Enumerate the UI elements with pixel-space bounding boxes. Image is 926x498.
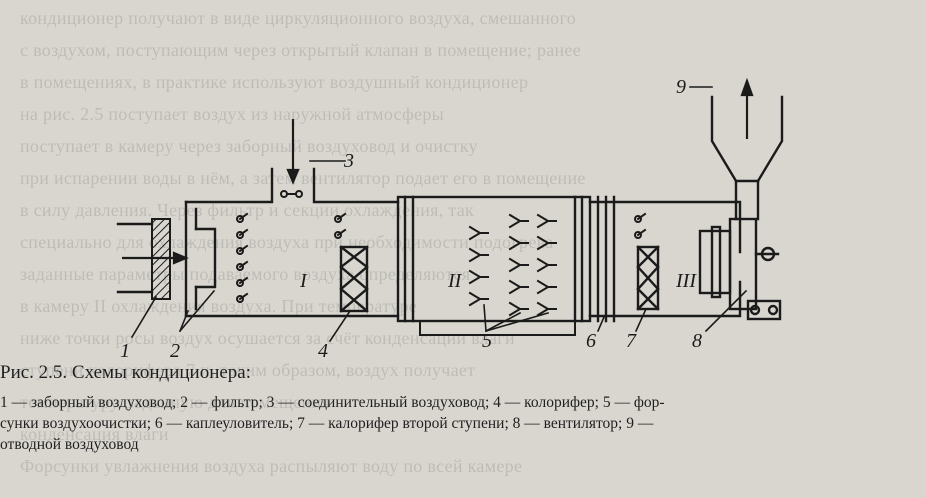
- chamber-three: [588, 195, 742, 323]
- label-7: 7: [626, 330, 637, 352]
- background-text-line: в помещениях, в практике используют возд…: [20, 72, 529, 92]
- label-8: 8: [692, 330, 702, 352]
- caption-line: сунки воздухоочистки; 6 — каплеуловитель…: [0, 415, 654, 432]
- caption-line: 1 — заборный воздуховод; 2 — фильтр; 3 —…: [0, 394, 665, 411]
- figure-caption-title: Рис. 2.5. Схемы кондиционера:: [0, 362, 252, 383]
- caption-line: отводной воздуховод: [0, 436, 139, 453]
- second-stage-heater: [636, 245, 660, 311]
- background-text-line: при испарении воды в нём, а затем вентил…: [20, 168, 586, 188]
- label-chamber-one: I: [299, 270, 308, 292]
- figure-caption-legend: 1 — заборный воздуховод; 2 — фильтр; 3 —…: [0, 392, 920, 455]
- label-9: 9: [676, 76, 686, 98]
- filter: [184, 200, 217, 318]
- heater: [339, 245, 369, 313]
- label-2: 2: [170, 340, 180, 362]
- flow-arrows: [122, 77, 754, 265]
- spray-nozzles: [468, 213, 557, 317]
- background-text-line: в силу давления. Через фильтр и секции о…: [20, 200, 475, 220]
- background-text-line: с воздухом, поступающим через открытый к…: [20, 40, 582, 60]
- label-3: 3: [343, 150, 354, 172]
- fan: [698, 217, 782, 321]
- background-text-line: поступает в камеру через заборный воздух…: [20, 136, 478, 156]
- chamber-two: [396, 195, 592, 336]
- background-text-line: в камеру II охлаждения воздуха. При темп…: [20, 296, 418, 316]
- chamber-one: [184, 167, 400, 318]
- background-text-line: ступени калорифера 7 и, таким образом, в…: [20, 360, 476, 380]
- leader-lines: [130, 86, 748, 343]
- background-text-line: Форсунки увлажнения воздуха распыляют во…: [20, 456, 523, 476]
- label-6: 6: [586, 330, 596, 352]
- background-text-line: ниже точки росы воздух осушается за счёт…: [20, 328, 515, 348]
- outlet-duct: [710, 95, 784, 221]
- background-text-line: заданные параметры подаваемого воздуха о…: [20, 264, 471, 284]
- label-5: 5: [482, 330, 492, 352]
- dampers: [236, 190, 647, 303]
- label-4: 4: [318, 340, 328, 362]
- label-chamber-three: III: [675, 270, 697, 292]
- label-1: 1: [120, 340, 130, 362]
- background-text-line: кондиционер получают в виде циркуляционн…: [20, 8, 576, 28]
- background-text-line: температуру, заданную для помещения: [20, 392, 330, 412]
- background-text-line: конденсация влаги: [20, 424, 169, 444]
- background-text-line: на рис. 2.5 поступает воздух из наружной…: [20, 104, 445, 124]
- label-chamber-two: II: [447, 270, 463, 292]
